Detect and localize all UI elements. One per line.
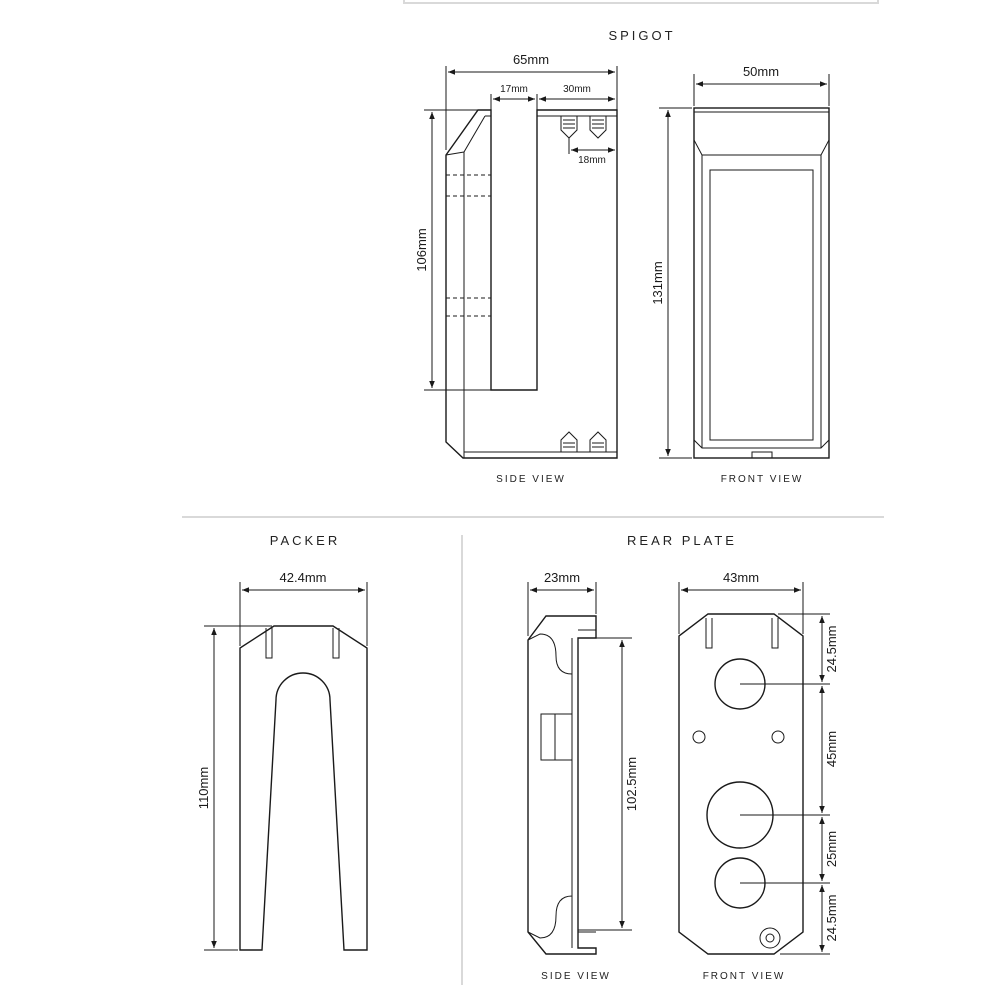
top-frame-edge: [403, 0, 879, 4]
rear-front-slot-left: [705, 618, 713, 649]
packer-slot-left: [265, 628, 273, 659]
spigot-front-view: 50mm 131mm FRONT VIEW: [650, 64, 830, 485]
grub-screw-icon: [589, 431, 607, 452]
rear-side-boss: [540, 713, 573, 761]
rear-front-lug: [759, 927, 781, 949]
rear-front-spacing-3-label: 25mm: [824, 831, 839, 867]
rear-side-lower-curve: [527, 760, 573, 939]
rear-front-spacing-bottom-label: 24.5mm: [824, 895, 839, 942]
rear-side-outline: [527, 615, 597, 955]
grub-screw-icon: [589, 116, 607, 139]
spigot-offset-label: 30mm: [563, 84, 591, 95]
rear-plate-front-view: 43mm 24.5mm 45mm 25mm 24.5mm FRONT VIEW: [678, 570, 839, 982]
spigot-front-width-label: 50mm: [743, 64, 779, 79]
front-bottom-notch: [751, 451, 773, 459]
spigot-title: SPIGOT: [608, 28, 675, 43]
packer-view: 42.4mm 110mm: [196, 570, 368, 951]
spigot-slot-depth-label: 106mm: [414, 228, 429, 271]
packer-slot-right: [332, 628, 340, 659]
rear-plate-title: REAR PLATE: [627, 533, 737, 548]
rear-front-lug-hole: [765, 933, 775, 943]
packer-height-label: 110mm: [196, 767, 211, 809]
rear-plate-side-view: 23mm 102.5mm SIDE VIEW: [527, 570, 639, 982]
spigot-side-view-caption: SIDE VIEW: [496, 474, 566, 485]
spigot-side-view: 65mm 17mm 30mm 18mm 106mm SIDE VIEW: [414, 52, 618, 485]
spigot-screw-spacing-label: 18mm: [578, 155, 606, 166]
spigot-side-chamfer: [445, 151, 465, 156]
spigot-front-view-caption: FRONT VIEW: [721, 474, 804, 485]
grub-screw-icon: [560, 116, 578, 139]
grub-screw-icon: [560, 431, 578, 452]
front-inner-panel: [709, 169, 814, 441]
rear-front-spacing-top-label: 24.5mm: [824, 626, 839, 673]
packer-width-label: 42.4mm: [280, 570, 327, 585]
packer-title: PACKER: [270, 533, 341, 548]
rear-side-width-label: 23mm: [544, 570, 580, 585]
front-bottom-chamfer: [693, 439, 830, 449]
rear-front-small-hole-left: [692, 730, 706, 744]
rear-front-outline: [678, 613, 804, 955]
rear-side-upper-curve: [527, 633, 573, 714]
spigot-slot-label: 17mm: [500, 84, 528, 95]
spigot-front-height-label: 131mm: [650, 261, 665, 304]
packer-outline: [239, 625, 368, 951]
front-top-chamfer: [693, 108, 830, 156]
rear-front-spacing-2-label: 45mm: [824, 731, 839, 767]
rear-front-slot-right: [771, 618, 779, 649]
rear-front-view-caption: FRONT VIEW: [703, 971, 786, 982]
spigot-side-chamfer-inner: [463, 115, 486, 153]
spigot-front-outline: [693, 107, 830, 459]
rear-front-small-hole-right: [771, 730, 785, 744]
rear-side-view-caption: SIDE VIEW: [541, 971, 611, 982]
rear-front-width-label: 43mm: [723, 570, 759, 585]
rear-side-height-label: 102.5mm: [624, 757, 639, 811]
spigot-width-label: 65mm: [513, 52, 549, 67]
